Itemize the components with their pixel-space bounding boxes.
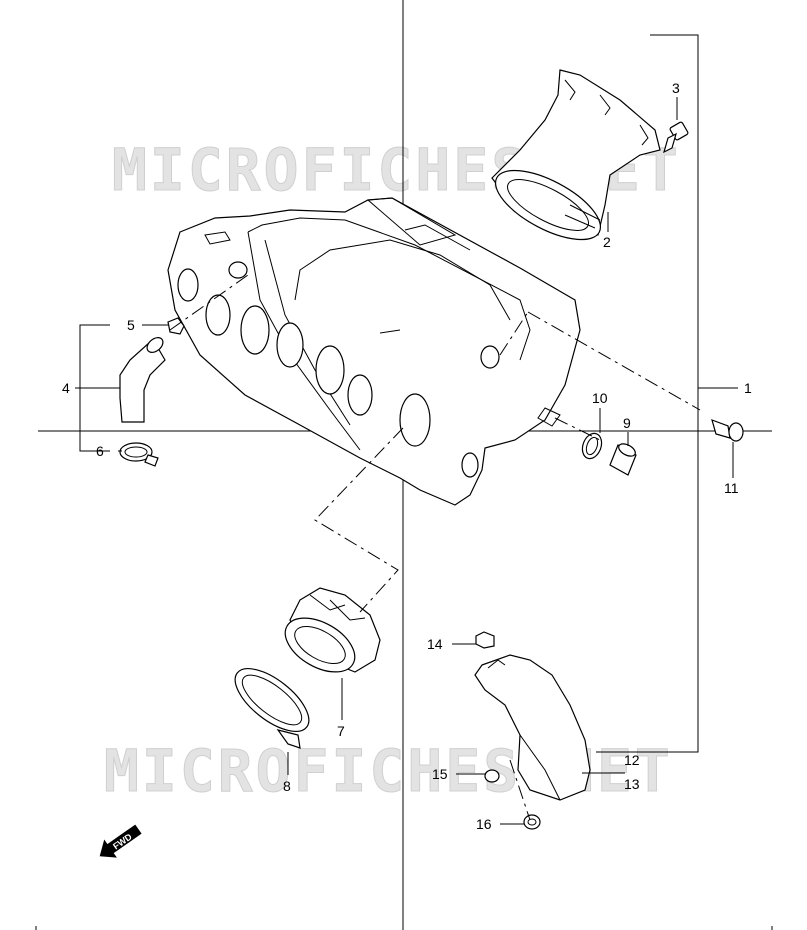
callout-5: 5 xyxy=(127,317,135,333)
callout-4: 4 xyxy=(62,380,70,396)
centerline-cover xyxy=(509,759,531,821)
hose-clamp xyxy=(119,442,159,467)
callout-12: 12 xyxy=(624,752,640,768)
pin xyxy=(609,443,637,476)
collar xyxy=(523,814,541,830)
callout-8: 8 xyxy=(283,778,291,794)
callout-15: 15 xyxy=(432,766,448,782)
hose xyxy=(119,337,166,423)
bolt xyxy=(711,419,744,442)
leader-lines xyxy=(75,34,738,825)
grommet xyxy=(475,631,495,649)
callout-11: 11 xyxy=(724,480,739,496)
air-cleaner-box xyxy=(167,197,581,506)
intake-boot xyxy=(284,587,381,673)
cushion xyxy=(484,769,500,783)
centerline-hose xyxy=(499,311,529,356)
callout-13: 13 xyxy=(624,776,640,792)
callout-10: 10 xyxy=(592,390,608,406)
callout-16: 16 xyxy=(476,816,492,832)
filter-element xyxy=(491,69,661,241)
callout-7: 7 xyxy=(337,723,345,739)
centerline-boot xyxy=(314,427,404,613)
cover xyxy=(474,654,591,801)
forward-arrow-icon: FWD xyxy=(99,824,142,858)
centerline-pin xyxy=(554,417,601,441)
callout-2: 2 xyxy=(603,234,611,250)
centerline-filter xyxy=(527,311,701,411)
centerline-clamp xyxy=(169,274,249,331)
circlip xyxy=(581,432,603,460)
callout-1: 1 xyxy=(744,380,752,396)
callout-6: 6 xyxy=(96,443,104,459)
callout-3: 3 xyxy=(672,80,680,96)
callout-14: 14 xyxy=(427,636,443,652)
screw xyxy=(663,121,689,154)
callout-9: 9 xyxy=(623,415,631,431)
clamp-band xyxy=(234,668,310,749)
